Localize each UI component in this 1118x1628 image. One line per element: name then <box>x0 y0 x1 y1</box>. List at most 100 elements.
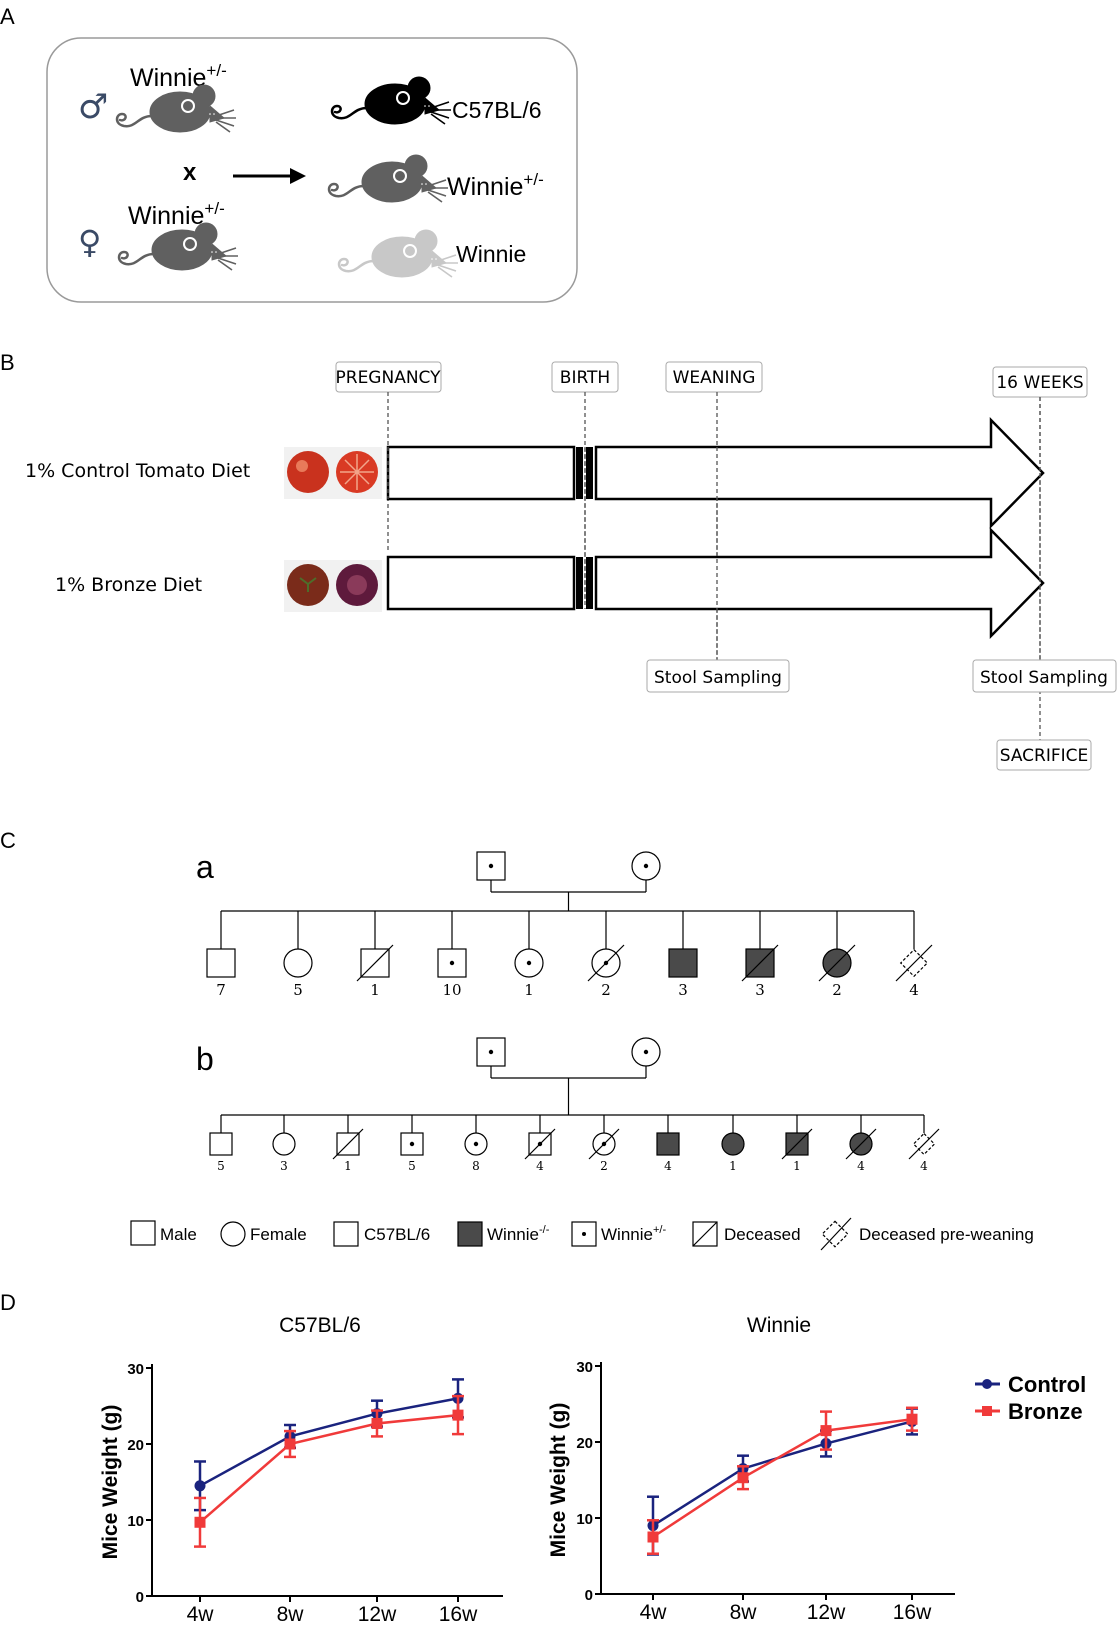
pedigree-symbol-child-12 <box>908 1128 940 1160</box>
bronze-point <box>647 1531 659 1543</box>
x-tick-label: 4w <box>640 1601 668 1624</box>
control-tomato-icon <box>284 447 382 499</box>
svg-text:Male: Male <box>160 1225 197 1244</box>
pedigree-symbol-child-8 <box>656 1132 680 1156</box>
y-tick-label: 0 <box>585 1587 593 1604</box>
pedigree-symbol-child-3 <box>356 944 394 982</box>
pedigree-symbol-child-4 <box>400 1132 424 1156</box>
offspring-count: 3 <box>755 981 765 999</box>
chart-legend: Control Bronze <box>975 1372 1086 1424</box>
milestone-weaning: WEANING <box>665 361 763 393</box>
pedigree-symbol-child-2 <box>283 948 313 978</box>
svg-text:Deceased: Deceased <box>724 1225 801 1244</box>
pedigree-symbol-child-8 <box>741 944 779 982</box>
x-tick-label: 16w <box>439 1603 478 1626</box>
bronze-point <box>452 1409 464 1421</box>
offspring-count: 1 <box>344 1159 352 1173</box>
event-stool-sampling-weaning: Stool Sampling <box>646 659 790 693</box>
event-sacrifice: SACRIFICE <box>996 739 1092 771</box>
offspring-count: 8 <box>472 1159 480 1173</box>
cross-symbol: x <box>183 159 197 186</box>
bronze-point <box>820 1425 832 1437</box>
pedigree-symbol-child-10 <box>895 944 933 982</box>
svg-text:Winnie+/-: Winnie+/- <box>601 1224 666 1244</box>
pedigree-symbol-child-9 <box>818 944 856 982</box>
bronze-series-line <box>199 1413 459 1524</box>
offspring-mouse-icon-c57bl6 <box>330 75 453 126</box>
pedigree-symbol-child-2 <box>272 1132 296 1156</box>
control-diet-timeline-arrow <box>386 416 1045 530</box>
svg-text:PREGNANCY: PREGNANCY <box>336 368 442 388</box>
pedigree-label-a: a <box>196 849 214 885</box>
legend-control-marker <box>982 1379 992 1389</box>
pedigree-symbol-mother <box>631 1037 661 1067</box>
x-tick-label: 8w <box>277 1603 305 1626</box>
cross-box <box>46 37 578 303</box>
legend-deceased: Deceased <box>692 1221 801 1247</box>
y-tick-label: 10 <box>127 1513 144 1530</box>
pedigree-symbol-child-7 <box>588 1128 620 1160</box>
diet-label-control: 1% Control Tomato Diet <box>25 460 250 482</box>
bronze-series-line <box>652 1417 913 1539</box>
y-axis-label: Mice Weight (g) <box>547 1403 570 1558</box>
bronze-point <box>371 1417 383 1429</box>
pedigree-symbol-mother <box>631 851 661 881</box>
panel-label-a: A <box>0 4 15 29</box>
legend-c57bl6: C57BL/6 <box>333 1221 430 1247</box>
pedigree-symbol-child-6 <box>524 1128 556 1160</box>
chart-title: Winnie <box>747 1314 811 1337</box>
offspring-count: 5 <box>408 1159 416 1173</box>
offspring-mouse-icon-winnie <box>337 228 460 279</box>
pedigree-symbol-father <box>476 851 506 881</box>
pedigree-label-b: b <box>196 1041 214 1077</box>
legend-bronze: Bronze <box>975 1399 1083 1424</box>
offspring-label-winnie-het: Winnie+/- <box>447 170 544 201</box>
legend-winnie-heterozygous: Winnie+/- <box>571 1221 666 1247</box>
pedigree-symbol-child-9 <box>721 1132 745 1156</box>
y-tick-label: 0 <box>136 1589 144 1606</box>
svg-text:SACRIFICE: SACRIFICE <box>1000 746 1089 766</box>
x-tick-label: 12w <box>807 1601 846 1624</box>
offspring-count: 10 <box>442 981 461 999</box>
offspring-count: 2 <box>601 981 611 999</box>
control-series-line <box>652 1420 913 1527</box>
offspring-count: 4 <box>664 1159 672 1173</box>
pedigree-symbol-child-3 <box>332 1128 364 1160</box>
y-tick-label: 30 <box>127 1361 144 1378</box>
male-parent-label: Winnie+/- <box>130 61 227 92</box>
chart-title: C57BL/6 <box>279 1314 361 1337</box>
svg-text:Winnie-/-: Winnie-/- <box>487 1224 550 1244</box>
offspring-count: 1 <box>524 981 534 999</box>
offspring-count: 5 <box>293 981 303 999</box>
control-series-line <box>199 1397 459 1487</box>
legend-deceased-pre-weaning: Deceased pre-weaning <box>820 1217 1034 1251</box>
legend-female: Female <box>220 1221 307 1247</box>
svg-text:16 WEEKS: 16 WEEKS <box>996 373 1083 393</box>
legend-winnie-homozygous: Winnie-/- <box>457 1221 550 1247</box>
pedigree-symbol-child-7 <box>668 948 698 978</box>
offspring-count: 4 <box>857 1159 865 1173</box>
x-tick-label: 16w <box>893 1601 932 1624</box>
legend-control: Control <box>975 1372 1086 1397</box>
svg-text:Control: Control <box>1008 1372 1086 1397</box>
cross-arrow-head <box>290 168 306 184</box>
offspring-label-c57bl6: C57BL/6 <box>452 97 542 123</box>
y-tick-label: 20 <box>576 1435 593 1452</box>
pedigree-symbol-father <box>476 1037 506 1067</box>
panel-label-d: D <box>0 1290 16 1315</box>
legend-male: Male <box>130 1220 197 1246</box>
milestone-birth: BIRTH <box>551 361 619 393</box>
offspring-count: 1 <box>793 1159 801 1173</box>
x-tick-label: 8w <box>730 1601 758 1624</box>
pedigree-symbol-child-11 <box>845 1128 877 1160</box>
svg-text:Stool Sampling: Stool Sampling <box>654 668 782 688</box>
offspring-count: 4 <box>920 1159 928 1173</box>
bronze-point <box>194 1516 206 1528</box>
bronze-tomato-icon <box>284 560 382 612</box>
bronze-point <box>737 1472 749 1484</box>
pedigree-symbol-child-5 <box>514 948 544 978</box>
x-tick-label: 12w <box>358 1603 397 1626</box>
offspring-count: 2 <box>600 1159 608 1173</box>
